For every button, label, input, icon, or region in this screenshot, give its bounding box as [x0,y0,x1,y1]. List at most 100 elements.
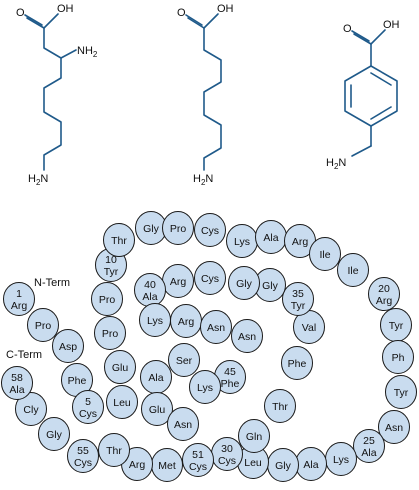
residue-number: 58 [11,372,23,384]
residue-name: Gly [143,223,160,235]
residue-circle [38,417,70,451]
residue-34: Val [293,310,325,344]
residue-50: Asn [167,407,199,441]
residue-circle [67,439,99,473]
molecule-aminomethylbenzoic-acid: OH O H2N [326,19,400,171]
aminohexanoic-o-label: O [177,7,186,19]
residue-name: Leu [113,397,131,409]
residue-name: Arg [11,300,28,312]
residue-46: Lys [189,370,221,404]
residue-name: Ala [303,459,318,471]
benzoic-amine-bond [351,145,372,157]
residue-name: Cys [201,225,219,237]
residue-circle [98,433,130,467]
residue-name: Thr [106,445,122,457]
residue-name: Cys [74,457,92,469]
residue-name: Lys [147,315,163,327]
residue-name: Cys [189,461,207,473]
residue-name: Pro [35,320,52,332]
residue-21: Tyr [380,308,412,342]
residue-17: Arg [284,224,316,258]
n-term-label: N-Term [34,277,70,289]
residue-number: 35 [292,288,304,300]
residue-8: Pro [94,316,126,350]
residue-44: Asn [231,319,263,353]
benzoic-oh-label: OH [383,19,400,31]
residue-circle [382,340,414,374]
residue-name: Arg [376,295,393,307]
residue-circle [385,375,417,409]
residue-name: Thr [272,401,288,413]
residue-circle [106,385,138,419]
residue-name: Lys [234,236,250,248]
residue-name: Gly [236,278,253,290]
residue-name: Pro [170,223,187,235]
residue-name: Ile [319,249,330,261]
residue-24: Asn [378,410,410,444]
residue-circle [91,282,123,316]
benzoic-carbonyl-bond [353,33,372,45]
aminohexanoic-carbonyl-double-bond [185,14,203,26]
residue-28: Gly [267,448,299,482]
residue-36: Gly [254,268,286,302]
lysine-hydroxyl-bond [43,13,59,29]
residue-name: Asn [385,422,403,434]
residue-name: Cys [201,273,219,285]
molecule-lysine: OH O NH2 H2N [16,3,98,187]
lysine-alpha-amine-bond [60,49,77,59]
residue-7: Glu [104,350,136,384]
residue-circle [52,329,84,363]
residue-54: Thr [98,433,130,467]
lysine-carbonyl-bond [26,17,45,29]
c-term-label: C-Term [6,349,42,361]
residue-14: Cys [194,213,226,247]
residue-29: Leu [237,445,269,479]
residue-name: Glu [112,362,129,374]
residue-9: Pro [91,282,123,316]
residue-number: 1 [16,288,22,300]
peptide-residues: 1ArgProAspPhe5CysLeuGluProPro10TyrThrGly… [1,211,417,482]
residue-circle [168,343,200,377]
residue-circle [162,211,194,245]
benzoic-carbonyl-double-bond [351,30,370,42]
residue-41: Lys [139,303,171,337]
benzene-ring [344,65,398,127]
residue-name: Lys [197,382,213,394]
residue-circle [167,407,199,441]
residue-name: Tyr [104,266,119,278]
residue-circle [264,389,296,423]
lysine-o-label: O [16,7,25,19]
residue-name: Asn [207,322,225,334]
residue-52: Met [151,448,183,482]
residue-circle [27,308,59,342]
residue-number: 5 [85,396,91,408]
lysine-carbonyl-double-bond [24,14,43,26]
aminohexanoic-h2n-label: H2N [193,173,213,187]
lysine-skeleton [43,27,62,171]
residue-circle [182,443,214,477]
residue-name: Thr [111,235,127,247]
benzoic-o-label: O [343,23,352,35]
residue-circle [231,319,263,353]
residue-circle [189,370,221,404]
residue-circle [141,392,173,426]
residue-name: Arg [292,236,309,248]
residue-13: Pro [162,211,194,245]
residue-38: Cys [194,261,226,295]
residue-name: Met [158,460,176,472]
residue-circle [281,346,313,380]
residue-number: 25 [363,435,375,447]
residue-name: Gly [262,280,279,292]
residue-circle [200,310,232,344]
residue-27: Ala [295,447,327,481]
residue-33: Phe [281,346,313,380]
residue-48: Ala [140,360,172,394]
residue-22: Ph [382,340,414,374]
residue-42: Arg [170,304,202,338]
residue-circle [3,282,35,316]
benzoic-h2n-label: H2N [326,157,346,171]
